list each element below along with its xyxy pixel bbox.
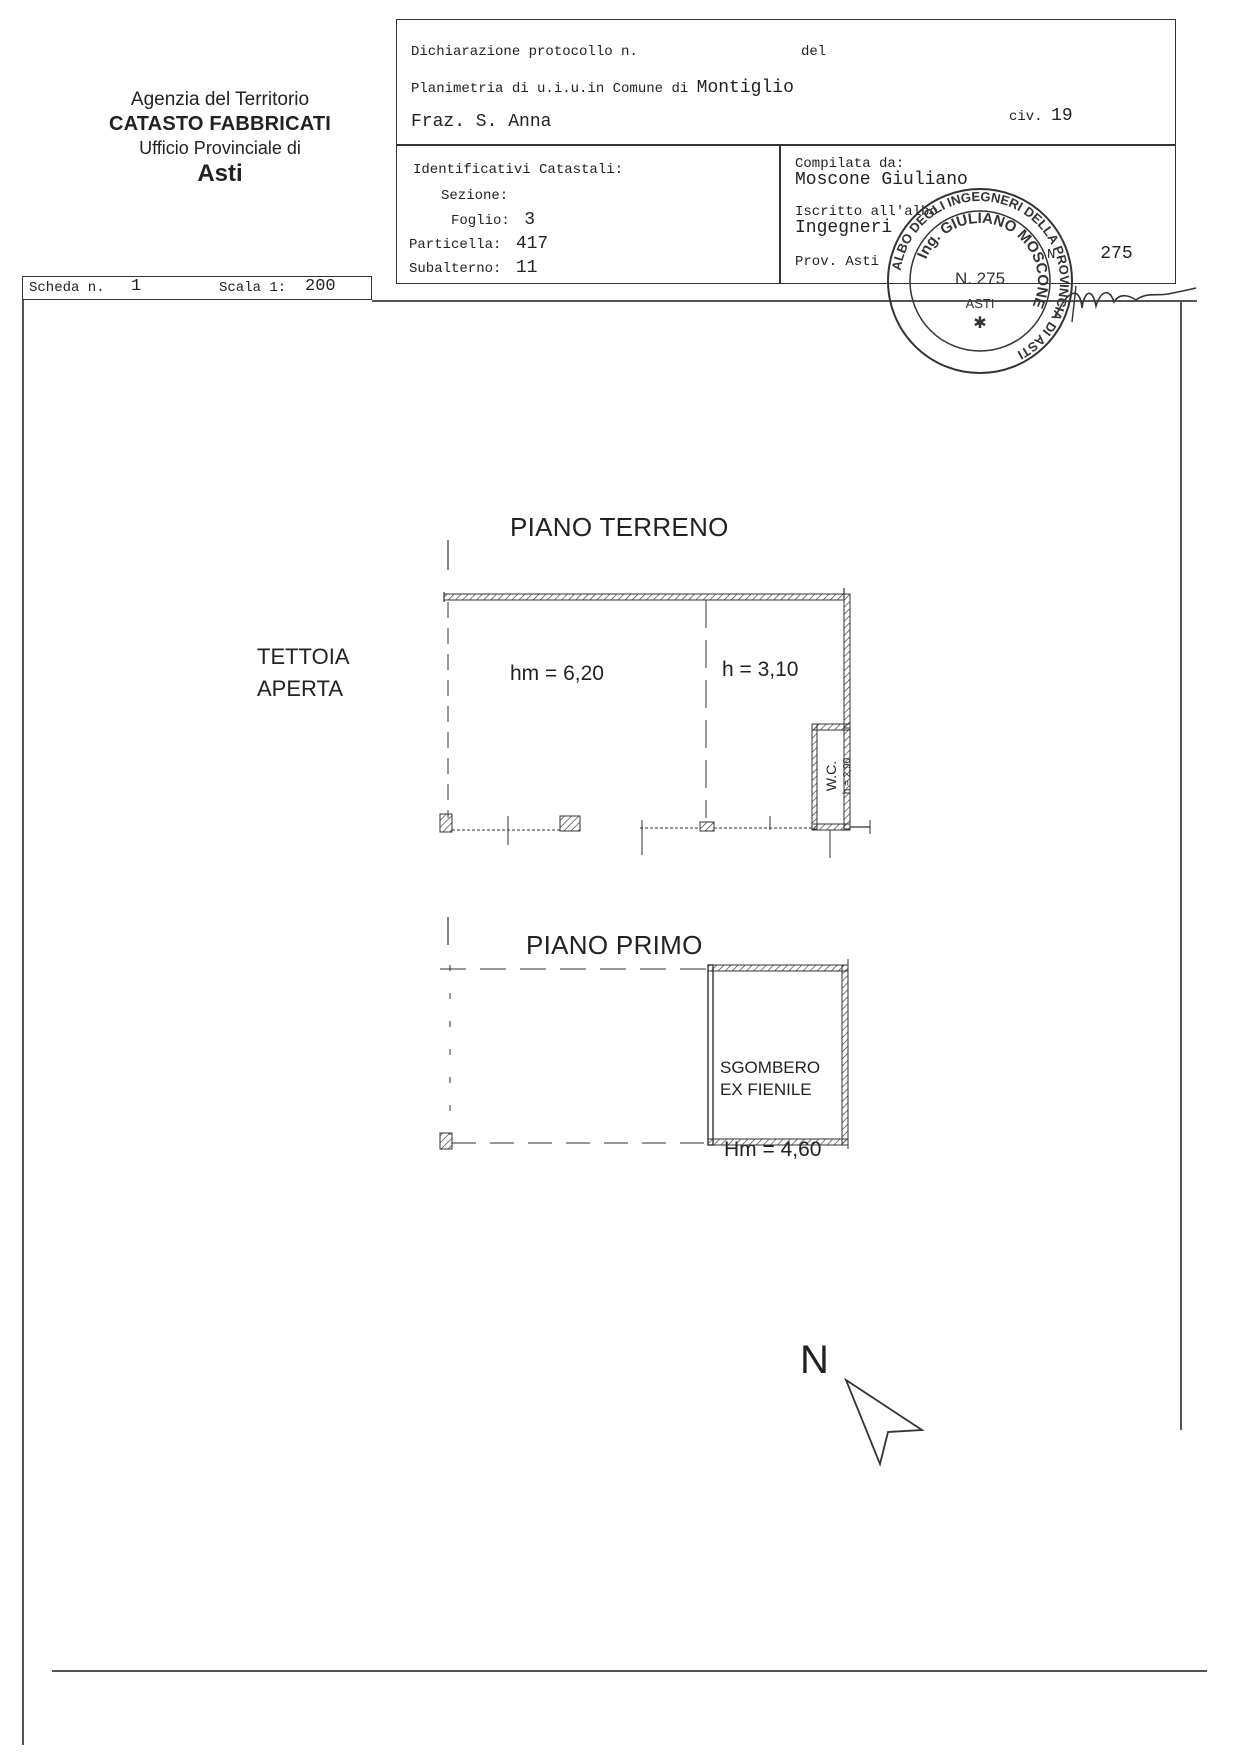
- identificativi-label: Identificativi Catastali:: [413, 162, 624, 178]
- signature-icon: [1054, 285, 1197, 323]
- scheda-value: 1: [131, 277, 142, 296]
- subalterno-value: 11: [515, 258, 538, 278]
- wc-label: W.C.: [823, 761, 839, 791]
- compilatore-name: Moscone Giuliano: [795, 170, 968, 190]
- scala-label: Scala 1:: [219, 280, 287, 296]
- subalterno-label: Subalterno:: [409, 261, 502, 277]
- left-frame-line: [22, 300, 24, 1745]
- bottom-frame-line: [52, 1670, 1207, 1672]
- foglio-value: 3: [524, 210, 536, 230]
- north-arrow-icon: [844, 1377, 925, 1467]
- subalterno-line: Subalterno: 11: [409, 258, 537, 278]
- del-label: del: [801, 44, 827, 60]
- prov-label: Prov. Asti: [795, 254, 880, 270]
- stamp-seal-icon: ALBO DEGLI INGEGNERI DELLA PROVINCIA DI …: [887, 188, 1073, 374]
- scheda-label: Scheda n.: [29, 280, 105, 296]
- civico-value: 19: [1051, 106, 1073, 126]
- foglio-line: Foglio: 3: [451, 210, 535, 230]
- protocollo-label: Dichiarazione protocollo n.: [411, 44, 638, 60]
- civico-label: civ.: [1009, 109, 1043, 125]
- header-box: Dichiarazione protocollo n. del Planimet…: [396, 19, 1176, 284]
- n-value: 275: [1100, 244, 1133, 264]
- comune-value: Montiglio: [696, 78, 794, 98]
- engineer-stamp: ALBO DEGLI INGEGNERI DELLA PROVINCIA DI …: [885, 186, 1075, 376]
- right-frame-line: [1180, 300, 1182, 1430]
- agency-name: Agenzia del Territorio: [130, 89, 310, 110]
- tettoia-label: TETTOIA: [257, 644, 350, 669]
- scala-value: 200: [305, 277, 336, 296]
- sgombero-label: SGOMBERO: [720, 1058, 821, 1077]
- piano-primo-plan: [439, 917, 849, 1150]
- iscritto-label: Iscritto all'albo: [795, 204, 938, 220]
- stamp-number: N. 275: [955, 269, 1005, 288]
- compilata-label: Compilata da:: [795, 156, 905, 172]
- header-divider: [397, 144, 1175, 146]
- stamp-city: ASTI: [966, 296, 995, 311]
- scheda-box: Scheda n. 1 Scala 1: 200: [22, 276, 372, 300]
- n-label: N.: [1047, 247, 1064, 263]
- ufficio-label: Ufficio Provinciale di: [139, 137, 301, 158]
- piano-primo-title: PIANO PRIMO: [526, 930, 703, 960]
- agency-block: Agenzia del Territorio CATASTO FABBRICAT…: [70, 88, 370, 189]
- albo-number-line: N. 275: [1047, 244, 1133, 264]
- piano-terreno-plan: W.C. h = 2,90: [439, 540, 871, 858]
- piano-terreno-title: PIANO TERRENO: [510, 512, 729, 542]
- particella-value: 417: [515, 234, 549, 254]
- room1-height: hm = 6,20: [510, 662, 604, 685]
- albo-value: Ingegneri: [795, 218, 893, 238]
- foglio-label: Foglio:: [451, 213, 510, 229]
- top-frame-line: [372, 300, 1197, 302]
- particella-line: Particella: 417: [409, 234, 548, 254]
- ex-fienile-label: EX FIENILE: [720, 1080, 812, 1099]
- header-vertical-divider: [779, 144, 781, 283]
- planimetria-line: Planimetria di u.i.u.in Comune di Montig…: [411, 78, 794, 98]
- province-name: Asti: [197, 160, 243, 188]
- north-label: N: [800, 1338, 829, 1382]
- wc-height: h = 2,90: [842, 757, 853, 794]
- planimetria-label: Planimetria di u.i.u.in Comune di: [411, 81, 689, 97]
- frazione-value: Fraz. S. Anna: [411, 112, 552, 132]
- particella-label: Particella:: [409, 237, 502, 253]
- aperta-label: APERTA: [257, 676, 343, 701]
- civico-line: civ. 19: [1009, 106, 1073, 126]
- sezione-label: Sezione:: [441, 188, 509, 204]
- room2-height: h = 3,10: [722, 658, 799, 681]
- catasto-title: CATASTO FABBRICATI: [108, 112, 332, 135]
- stamp-star-icon: ✱: [973, 315, 986, 332]
